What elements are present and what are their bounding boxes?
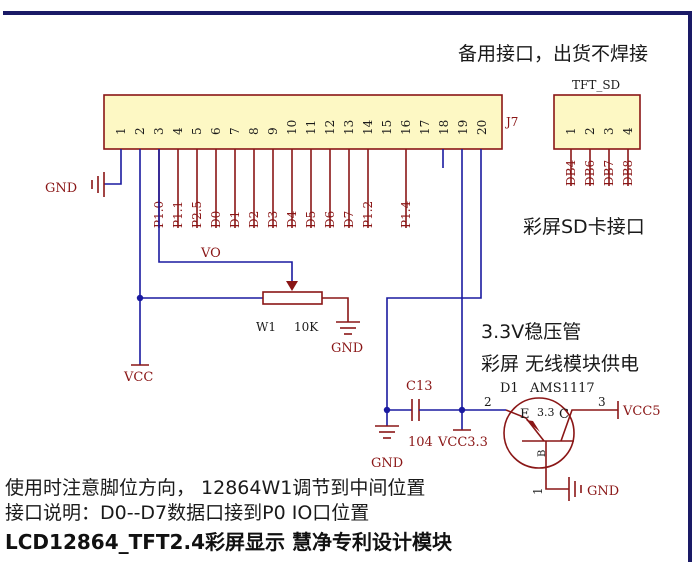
j7-pin-number: 14 bbox=[361, 119, 375, 135]
gnd-symbol-pin1 bbox=[91, 172, 105, 197]
usage-note: 使用时注意脚位方向， 12864W1调节到中间位置 bbox=[5, 477, 425, 499]
j7-pin-net-label: D1 bbox=[228, 211, 242, 228]
wire-pin3-vo bbox=[158, 149, 293, 283]
spare-interface-note: 备用接口，出货不焊接 bbox=[458, 43, 648, 65]
vcc5-label: VCC5 bbox=[622, 404, 661, 419]
tft-sd-pin-number: 4 bbox=[621, 127, 635, 135]
junction-vcc33 bbox=[458, 406, 466, 414]
gnd-label-regulator: GND bbox=[587, 484, 619, 499]
potentiometer-value: 10K bbox=[294, 320, 319, 334]
j7-pin-number: 15 bbox=[380, 120, 394, 135]
j7-pin-number: 12 bbox=[323, 120, 337, 135]
regulator-ref: D1 bbox=[500, 381, 519, 396]
j7-pin-net-label: P1.1 bbox=[171, 201, 185, 228]
potentiometer-ref: W1 bbox=[256, 320, 276, 334]
j7-pin-net-label: P1.4 bbox=[399, 200, 413, 228]
j7-pin-number: 13 bbox=[342, 120, 356, 135]
regulator-subtitle: 彩屏 无线模块供电 bbox=[481, 353, 639, 375]
j7-pin-number: 11 bbox=[304, 120, 318, 135]
regulator-title: 3.3V稳压管 bbox=[481, 321, 581, 343]
tft-sd-pin-number: 1 bbox=[564, 127, 578, 135]
wire-pin20-gnd bbox=[386, 149, 482, 426]
j7-pin-number: 20 bbox=[475, 120, 489, 135]
j7-pin-number: 7 bbox=[228, 127, 242, 135]
j7-pin-number: 5 bbox=[190, 127, 204, 135]
j7-pin-number: 2 bbox=[133, 127, 147, 135]
wire-pot-gnd bbox=[322, 297, 349, 322]
regulator-pin1-number: 1 bbox=[531, 487, 545, 495]
j7-pin-net-label: D6 bbox=[323, 211, 337, 228]
j7-pin-net-label: D3 bbox=[266, 211, 280, 228]
j7-pin-number: 10 bbox=[285, 120, 299, 135]
tft-sd-pin-net-label: DB7 bbox=[602, 160, 616, 186]
regulator-body bbox=[503, 397, 575, 469]
vcc33-label: VCC3.3 bbox=[437, 435, 488, 450]
j7-pin-net-label: D0 bbox=[209, 211, 223, 228]
regulator-collector-lead bbox=[560, 409, 618, 442]
gnd-label-pot: GND bbox=[331, 341, 363, 356]
regulator-pin2-number: 2 bbox=[484, 395, 492, 409]
interface-note: 接口说明：D0--D7数据口接到P0 IO口位置 bbox=[5, 502, 369, 524]
wire-regulator-gnd bbox=[545, 467, 569, 490]
regulator-emitter-arrow bbox=[526, 420, 540, 432]
j7-pin-number: 9 bbox=[266, 127, 280, 135]
j7-pin-net-label: D4 bbox=[285, 210, 299, 228]
regulator-part: AMS1117 bbox=[529, 381, 595, 396]
tft-sd-pin-number: 3 bbox=[602, 127, 616, 135]
regulator-value: 3.3 bbox=[537, 406, 555, 419]
j7-pin-net-label: D2 bbox=[247, 211, 261, 228]
regulator-collector-label: C bbox=[559, 407, 569, 422]
j7-pin-number: 17 bbox=[418, 120, 432, 135]
sd-card-interface-caption: 彩屏SD卡接口 bbox=[523, 216, 645, 238]
connector-tft-sd-body bbox=[553, 94, 641, 150]
j7-pin-number: 4 bbox=[171, 127, 185, 135]
capacitor-c13-ref: C13 bbox=[406, 379, 433, 394]
regulator-emitter-lead bbox=[505, 409, 545, 442]
regulator-pin3-number: 3 bbox=[598, 395, 606, 409]
j7-pin-number: 16 bbox=[399, 120, 413, 135]
j7-pin-number: 18 bbox=[437, 120, 451, 135]
tft-sd-pin-net-label: DB6 bbox=[583, 160, 597, 186]
gnd-symbol-c13 bbox=[375, 425, 399, 439]
junction-gnd bbox=[383, 406, 391, 414]
tft-sd-name: TFT_SD bbox=[572, 78, 620, 92]
wire-pin1-gnd bbox=[104, 149, 122, 185]
vcc-label: VCC bbox=[123, 370, 153, 385]
regulator-base-label: B bbox=[537, 450, 548, 457]
tft-sd-pin-number: 2 bbox=[583, 127, 597, 135]
j7-pin-number: 8 bbox=[247, 127, 261, 135]
gnd-symbol-regulator bbox=[568, 477, 582, 501]
gnd-label-c13: GND bbox=[371, 456, 403, 471]
vo-net-label: VO bbox=[200, 246, 221, 261]
junction-vcc bbox=[136, 294, 144, 302]
j7-pin-number: 6 bbox=[209, 127, 223, 135]
gnd-symbol-pot bbox=[336, 321, 360, 335]
j7-pin-net-label: P2.5 bbox=[190, 201, 204, 228]
connector-j7-body bbox=[103, 94, 503, 150]
j7-pin-number: 19 bbox=[456, 120, 470, 135]
capacitor-c13-value: 104 bbox=[408, 435, 433, 450]
connector-j7-ref: J7 bbox=[504, 115, 518, 129]
j7-pin-number: 1 bbox=[114, 127, 128, 135]
j7-pin-net-label: P1.2 bbox=[361, 201, 375, 228]
tft-sd-pin-net-label: DB8 bbox=[621, 160, 635, 186]
j7-pin-net-label: D5 bbox=[304, 211, 318, 228]
module-title: LCD12864_TFT2.4彩屏显示 慧净专利设计模块 bbox=[5, 530, 453, 554]
pot-wiper-arrow bbox=[286, 281, 298, 291]
gnd-label-pin1: GND bbox=[45, 181, 77, 196]
j7-pin-number: 3 bbox=[152, 127, 166, 135]
tft-sd-pin-net-label: DB4 bbox=[564, 160, 578, 186]
regulator-emitter-label: E bbox=[520, 407, 530, 422]
sheet-frame bbox=[3, 11, 692, 562]
j7-pin-net-label: D7 bbox=[342, 211, 356, 228]
